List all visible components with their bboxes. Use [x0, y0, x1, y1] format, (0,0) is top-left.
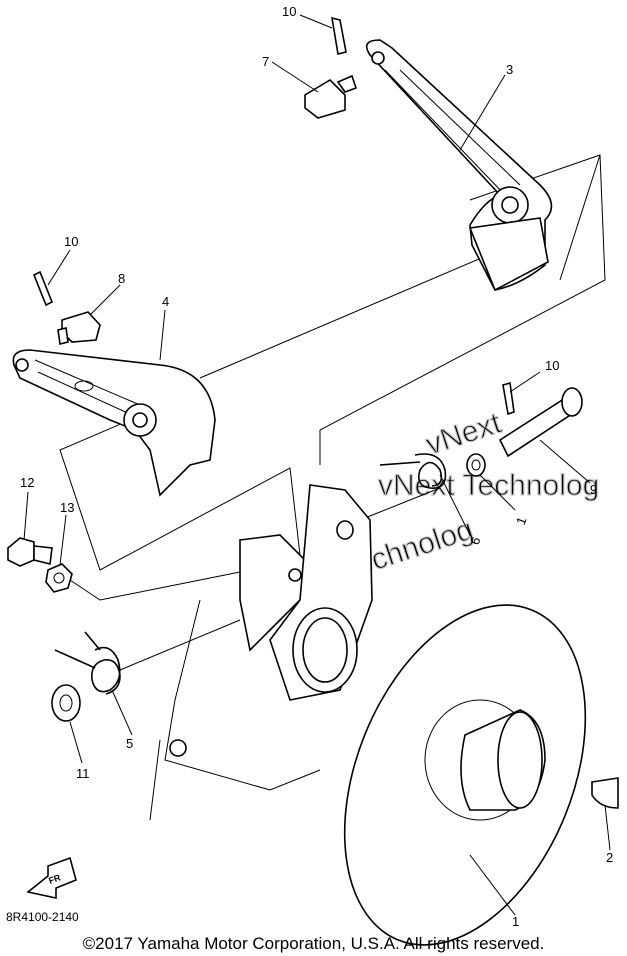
callout-1-washer: 1: [513, 515, 530, 527]
nut: [45, 563, 73, 593]
callout-10-top: 10: [282, 4, 296, 19]
callout-10-right: 10: [545, 358, 559, 373]
callout-5: 5: [126, 736, 133, 751]
callout-numbers: 10 7 3 10 8 4 10 9 1 6 12 13 5 11 2 1: [20, 4, 613, 929]
callout-12: 12: [20, 475, 34, 490]
callout-13: 13: [60, 500, 74, 515]
callout-1-sheave: 1: [512, 914, 519, 929]
copyright-notice: ©2017 Yamaha Motor Corporation, U.S.A. A…: [82, 934, 545, 953]
callout-7: 7: [262, 54, 269, 69]
callout-11: 11: [76, 766, 90, 781]
drawing-code: 8R4100-2140: [6, 910, 79, 924]
bolt: [7, 537, 53, 567]
callout-9: 9: [590, 482, 597, 497]
mounting-bracket: [164, 484, 373, 791]
lower-lever-arm: [12, 349, 216, 497]
spring-small: [379, 453, 447, 489]
callout-8: 8: [118, 271, 125, 286]
washer-small: [466, 453, 486, 477]
woodruff-key: [591, 777, 619, 809]
callout-10-left: 10: [64, 234, 78, 249]
callout-4: 4: [162, 294, 169, 309]
pivot-pin: [498, 387, 583, 458]
sheave-disc: [343, 604, 587, 946]
upper-lever-arm: [365, 39, 553, 292]
watermark-line-1: vNext Technolog: [378, 469, 599, 502]
watermark-line-2: vNext: [422, 406, 506, 461]
assembly-lines: [59, 154, 606, 821]
leader-lines: [23, 14, 611, 916]
callout-3: 3: [506, 62, 513, 77]
adjuster-lower: [57, 311, 101, 345]
washer-large: [51, 684, 81, 722]
front-arrow-icon: FR: [26, 856, 77, 899]
watermark: vNext Technolog vNext Technolog: [336, 406, 599, 587]
front-arrow-label: FR: [47, 872, 62, 886]
torsion-spring: [54, 631, 121, 695]
adjuster-upper: [304, 74, 358, 119]
cotter-pins: [32, 16, 515, 416]
callout-6: 6: [467, 535, 484, 547]
callout-2: 2: [606, 850, 613, 865]
